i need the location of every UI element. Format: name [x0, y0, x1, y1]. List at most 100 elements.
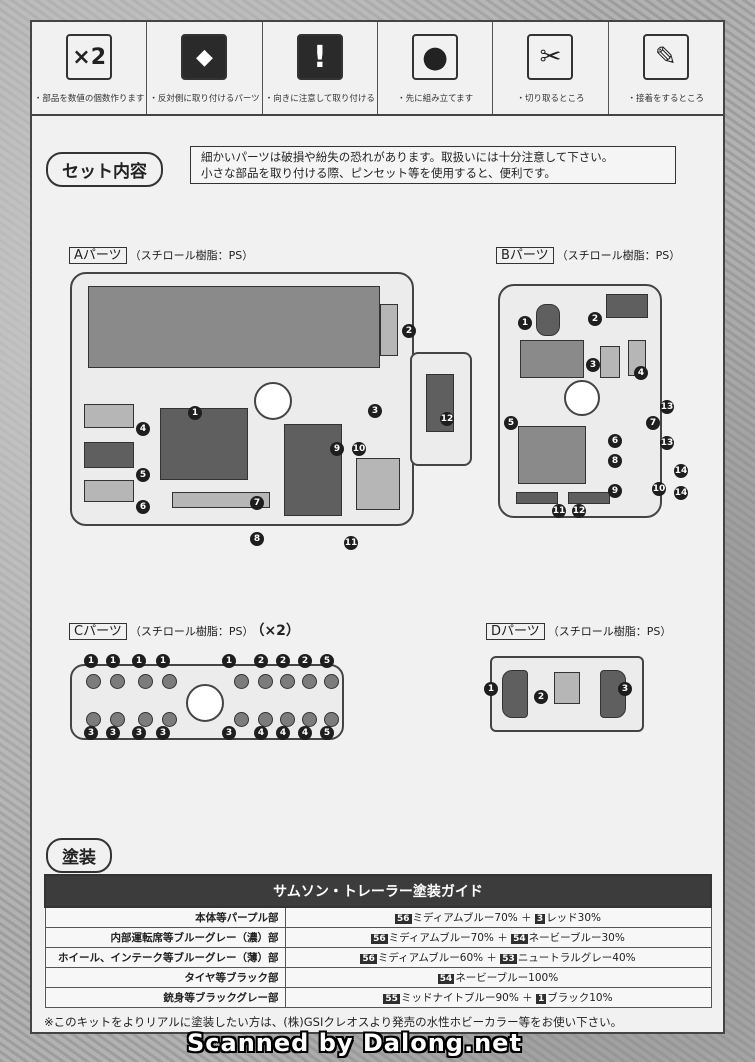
runner-a-side-frame: 12	[410, 352, 472, 466]
part-number-b14b: 14	[674, 486, 688, 500]
part-number-b2: 2	[588, 312, 602, 326]
part-a-7	[284, 424, 342, 516]
part-number-3: 3	[368, 404, 382, 418]
part-number-1: 1	[188, 406, 202, 420]
part-number-10: 10	[352, 442, 366, 456]
part-number-d1: 1	[484, 682, 498, 696]
part-number-b7: 7	[646, 416, 660, 430]
part-number-d2: 2	[534, 690, 548, 704]
paint-part-name: タイヤ等ブラック部	[44, 967, 286, 988]
part-b-1	[536, 304, 560, 336]
part-number-c3: 3	[132, 726, 146, 740]
stud-c11	[280, 674, 295, 689]
instruction-sheet: ×2 ・部品を数値の個数作ります ◆ ・反対側に取り付けるパーツ ! ・向きに注…	[30, 20, 725, 1034]
part-b-label: Bパーツ（スチロール樹脂：PS）	[496, 244, 680, 264]
part-number-9: 9	[330, 442, 344, 456]
part-number-8: 8	[250, 532, 264, 546]
part-number-b13b: 13	[660, 436, 674, 450]
part-number-b5: 5	[504, 416, 518, 430]
part-number-6: 6	[136, 500, 150, 514]
stud-c16	[280, 712, 295, 727]
glue-icon: ✎	[642, 34, 689, 80]
stud-c7	[138, 712, 153, 727]
part-a-4	[84, 404, 134, 428]
part-number-c1: 1	[84, 654, 98, 668]
part-a-5	[84, 442, 134, 468]
part-number-b6: 6	[608, 434, 622, 448]
legend-item-cut: ✂ ・切り取るところ	[493, 22, 609, 114]
part-a-label: Aパーツ（スチロール樹脂：PS）	[69, 244, 254, 264]
part-d-1	[502, 670, 528, 718]
paint-part-name: ホイール、インテーク等ブルーグレー（薄）部	[44, 947, 286, 968]
stud-c18	[324, 712, 339, 727]
part-number-b13a: 13	[660, 400, 674, 414]
part-c-material: （スチロール樹脂：PS）	[129, 625, 254, 638]
set-contents-heading: セット内容	[46, 152, 163, 187]
stud-c15	[258, 712, 273, 727]
stud-c1	[86, 674, 101, 689]
part-number-c1: 1	[222, 654, 236, 668]
legend-label: ・部品を数値の個数作ります	[33, 94, 145, 104]
part-a-core	[160, 408, 248, 480]
part-d-2	[554, 672, 580, 704]
cut-icon: ✂	[527, 34, 574, 80]
runner-a-frame: 1 2 3 4 5 6 7 8 9 10 11	[70, 272, 416, 550]
part-number-c4: 4	[254, 726, 268, 740]
part-number-c3: 3	[156, 726, 170, 740]
part-number-b14a: 14	[674, 464, 688, 478]
part-a-name: Aパーツ	[69, 247, 127, 264]
painting-heading: 塗装	[46, 838, 112, 873]
part-number-c1: 1	[156, 654, 170, 668]
note-line-2: 小さな部品を取り付ける際、ピンセット等を使用すると、便利です。	[201, 166, 556, 180]
multiply-icon: ×2	[66, 34, 113, 80]
part-number-5: 5	[136, 468, 150, 482]
part-b-name: Bパーツ	[496, 247, 554, 264]
stud-c6	[110, 712, 125, 727]
part-number-c5: 5	[320, 654, 334, 668]
caution-icon: !	[296, 34, 343, 80]
part-d-label: Dパーツ（スチロール樹脂：PS）	[486, 620, 671, 640]
icon-legend: ×2 ・部品を数値の個数作ります ◆ ・反対側に取り付けるパーツ ! ・向きに注…	[32, 22, 723, 116]
part-number-b4: 4	[634, 366, 648, 380]
part-b-12	[568, 492, 610, 504]
part-number-b8: 8	[608, 454, 622, 468]
part-number-c3: 3	[84, 726, 98, 740]
part-a-11	[356, 458, 400, 510]
part-number-c4: 4	[276, 726, 290, 740]
stud-c14	[234, 712, 249, 727]
part-number-b12: 12	[572, 504, 586, 518]
part-c-count: （×2）	[257, 623, 300, 639]
part-number-b10: 10	[652, 482, 666, 496]
part-number-c4: 4	[298, 726, 312, 740]
stud-c5	[86, 712, 101, 727]
part-a-8	[172, 492, 270, 508]
legend-item-multiply: ×2 ・部品を数値の個数作ります	[32, 22, 148, 114]
part-number-c2: 2	[298, 654, 312, 668]
reverse-side-icon: ◆	[181, 34, 228, 80]
stud-c13	[324, 674, 339, 689]
part-b-3	[600, 346, 620, 378]
note-line-1: 細かいパーツは破損や紛失の恐れがあります。取扱いには十分注意して下さい。	[201, 150, 614, 164]
part-number-c2: 2	[276, 654, 290, 668]
runner-c-center	[186, 684, 224, 722]
part-a-material: （スチロール樹脂：PS）	[129, 249, 254, 262]
paint-guide-title: サムソン・トレーラー塗装ガイド	[44, 874, 712, 908]
legend-label: ・先に組み立てます	[397, 94, 474, 104]
runner-a-center	[254, 382, 292, 420]
part-a-1-body	[88, 286, 380, 368]
runner-b-frame: 1 2 3 4 5 6 7 8 9 10 11 12	[498, 284, 666, 518]
part-b-2	[606, 294, 648, 318]
paint-footnote: ※このキットをよりリアルに塗装したい方は、(株)GSIクレオスより発売の水性ホビ…	[44, 1015, 623, 1029]
part-number-b9: 9	[608, 484, 622, 498]
part-number-b11: 11	[552, 504, 566, 518]
part-number-c2: 2	[254, 654, 268, 668]
part-number-c3: 3	[222, 726, 236, 740]
part-b-11	[516, 492, 558, 504]
stud-c8	[162, 712, 177, 727]
part-b-upper	[520, 340, 584, 378]
